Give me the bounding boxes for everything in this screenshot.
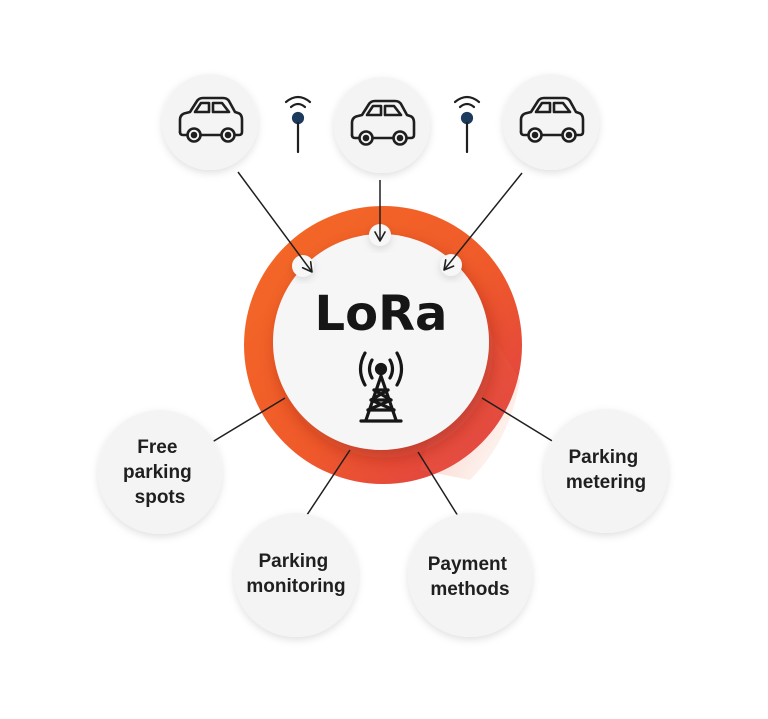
output-label-line: methods [430, 579, 509, 600]
car-icon [178, 96, 244, 143]
output-label: Parking metering [566, 447, 646, 493]
ring-entry-dot [440, 254, 462, 276]
output-label-line: Payment [428, 554, 508, 575]
wireless-signal-icon [284, 95, 312, 154]
output-arrow [481, 397, 563, 448]
output-label-line: Parking [569, 447, 639, 468]
output-node-free-parking-spots: Free parking spots [98, 410, 222, 534]
car-node-circle [503, 74, 599, 170]
output-node-circle [234, 513, 358, 637]
output-label: Payment methods [428, 554, 512, 600]
car-node-circle [162, 74, 258, 170]
output-node-circle [98, 410, 222, 534]
car-node [334, 77, 430, 173]
output-nodes: Free parking spots Parking monitoring Pa… [98, 409, 668, 637]
input-arrows [237, 171, 523, 273]
car-node [162, 74, 258, 170]
wireless-signal-icon [453, 95, 481, 154]
input-arrow [237, 171, 313, 273]
output-node-payment-methods: Payment methods [408, 513, 532, 637]
hub-title: LoRa [315, 286, 448, 342]
output-label: Free parking spots [123, 437, 197, 508]
output-node-parking-monitoring: Parking monitoring [234, 513, 358, 637]
ring-entry-dot [292, 255, 314, 277]
output-label: Parking monitoring [246, 551, 345, 597]
car-icon [350, 99, 416, 146]
input-arrow [443, 172, 523, 271]
output-arrow [203, 397, 286, 448]
car-node [503, 74, 599, 170]
output-label-line: parking [123, 462, 192, 483]
output-label-line: spots [135, 487, 186, 508]
hub-inner-circle [273, 234, 489, 450]
output-node-circle [408, 513, 532, 637]
car-nodes [162, 74, 599, 173]
car-node-circle [334, 77, 430, 173]
output-label-line: metering [566, 472, 646, 493]
output-label-line: monitoring [246, 576, 345, 597]
output-node-circle [544, 409, 668, 533]
output-node-parking-metering: Parking metering [544, 409, 668, 533]
radio-tower-icon [358, 351, 404, 423]
output-label-line: Parking [259, 551, 329, 572]
signal-markers [284, 95, 481, 154]
lora-hub: LoRa [244, 206, 522, 484]
output-label-line: Free [137, 437, 177, 458]
car-icon [519, 96, 585, 143]
